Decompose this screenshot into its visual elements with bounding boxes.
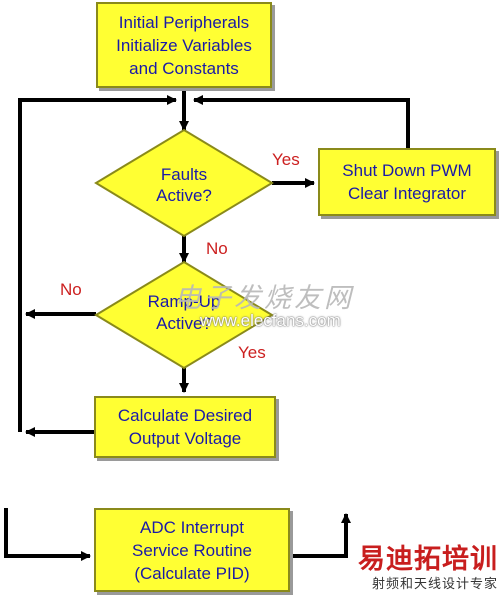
faults-line-1: Faults — [161, 165, 207, 184]
brand-tagline: 射频和天线设计专家 — [371, 576, 498, 591]
ramp-yes-label: Yes — [238, 343, 266, 362]
calc-box: Calculate Desired Output Voltage — [94, 396, 276, 458]
adc-line-3: (Calculate PID) — [134, 563, 250, 583]
init-box: Initial Peripherals Initialize Variables… — [96, 2, 272, 88]
init-line-2: Initialize Variables — [116, 35, 252, 55]
ramp-line-2: Active? — [156, 314, 212, 333]
connector-loop-left-to-merge — [18, 95, 177, 432]
init-line-1: Initial Peripherals — [118, 12, 250, 32]
watermark-site-url: www.elecfans.com — [200, 311, 341, 330]
faults-yes-label: Yes — [272, 150, 300, 169]
connector-shutdown-to-merge — [193, 95, 410, 148]
shutdown-line-2: Clear Integrator — [347, 184, 467, 203]
adc-line-2: Service Routine — [131, 540, 252, 560]
calc-line-1: Calculate Desired — [117, 406, 253, 425]
shutdown-box: Shut Down PWM Clear Integrator — [318, 148, 496, 216]
ramp-no-label: No — [60, 280, 82, 299]
brand-name: 易迪拓培训 — [358, 544, 498, 575]
calc-line-2: Output Voltage — [128, 429, 242, 448]
faults-no-label: No — [206, 239, 228, 258]
ramp-diamond — [94, 260, 274, 370]
faults-line-2: Active? — [156, 186, 212, 205]
connector-into-adc — [4, 508, 91, 561]
brand-logo: 易迪拓培训 射频和天线设计专家 — [343, 545, 498, 593]
adc-line-1: ADC Interrupt — [140, 517, 244, 537]
connector-out-of-adc — [292, 513, 351, 558]
adc-box: ADC Interrupt Service Routine (Calculate… — [94, 508, 290, 592]
shutdown-line-1: Shut Down PWM — [342, 161, 472, 180]
faults-diamond — [94, 128, 274, 238]
init-line-3: and Constants — [129, 58, 239, 78]
watermark-site-cn: 电子发烧友网 — [174, 283, 354, 314]
ramp-line-1: Ramp-Up — [148, 292, 221, 311]
